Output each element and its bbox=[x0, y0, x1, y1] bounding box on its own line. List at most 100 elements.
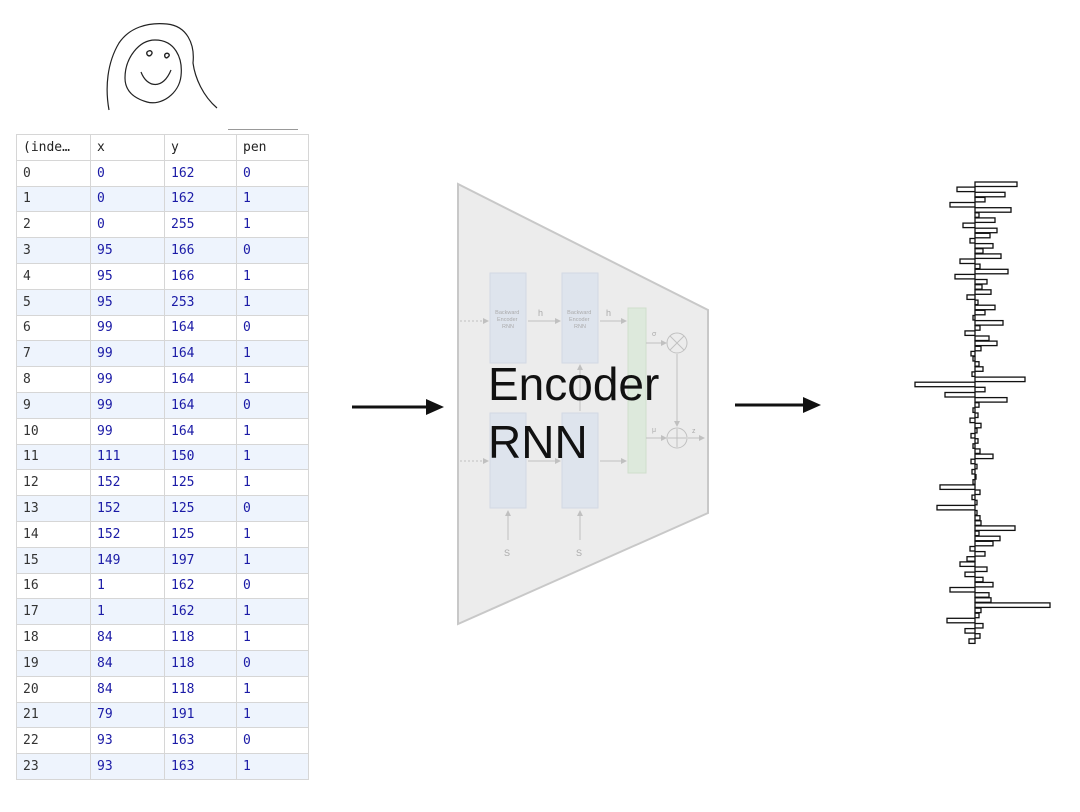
latent-code-bar bbox=[974, 366, 984, 372]
table-cell: 1 bbox=[236, 185, 309, 213]
latent-code-bar bbox=[974, 602, 1051, 609]
table-cell: 164 bbox=[164, 366, 237, 393]
latent-code-bar bbox=[972, 443, 976, 449]
face-sketch-drawing bbox=[106, 23, 218, 111]
latent-code-bar bbox=[969, 417, 976, 424]
latent-code-bar bbox=[974, 335, 990, 342]
table-cell: 2 bbox=[16, 211, 91, 239]
table-cell: 19 bbox=[16, 649, 91, 677]
latent-code-bar bbox=[974, 196, 986, 203]
table-cell: 1 bbox=[236, 701, 309, 729]
latent-code-bar bbox=[974, 345, 982, 352]
latent-code-bar bbox=[974, 263, 981, 270]
latent-code-bar bbox=[970, 350, 976, 357]
table-cell: 0 bbox=[236, 727, 309, 755]
latent-code-bar bbox=[939, 484, 976, 491]
encoder-rnn-block: Backward Encoder RNN Backward Encoder RN… bbox=[457, 182, 709, 626]
table-cell: 111 bbox=[90, 443, 165, 471]
latent-code-bar bbox=[970, 458, 976, 465]
table-cell: 0 bbox=[236, 572, 309, 600]
table-cell: 21 bbox=[16, 701, 91, 729]
latent-code-bar bbox=[974, 535, 1001, 542]
table-cell: 1 bbox=[236, 211, 309, 239]
latent-code-bar bbox=[974, 319, 1004, 326]
latent-code-bar bbox=[974, 509, 978, 516]
latent-code-bar bbox=[974, 581, 994, 588]
encoder-title: Encoder RNN bbox=[488, 355, 659, 471]
latent-code-bar bbox=[974, 607, 982, 614]
latent-code-bar bbox=[969, 545, 976, 552]
latent-code-bar bbox=[974, 550, 986, 557]
table-cell: 95 bbox=[90, 288, 165, 316]
latent-code-bar bbox=[974, 489, 981, 496]
column-header-3[interactable]: pen bbox=[236, 134, 309, 161]
table-cell: 197 bbox=[164, 546, 237, 574]
latent-code-bar bbox=[974, 212, 980, 218]
hair-outline-stroke bbox=[106, 23, 218, 111]
latent-code-bar bbox=[974, 386, 986, 393]
column-header-2[interactable]: y bbox=[164, 134, 237, 161]
latent-code-bar bbox=[972, 407, 976, 414]
latent-code-bar bbox=[974, 633, 981, 639]
latent-code-bar bbox=[974, 304, 996, 311]
table-cell: 118 bbox=[164, 624, 237, 651]
table-cell: 0 bbox=[236, 495, 309, 522]
table-cell: 0 bbox=[90, 159, 165, 187]
table-cell: 18 bbox=[16, 624, 91, 651]
latent-code-bar bbox=[956, 186, 976, 193]
latent-code-bar bbox=[974, 463, 978, 470]
latent-code-bar bbox=[974, 422, 982, 429]
backward-rnn-label-1: Backward Encoder RNN bbox=[495, 310, 521, 330]
latent-code-bar bbox=[949, 586, 976, 593]
table-cell: 0 bbox=[236, 649, 309, 677]
latent-code-bar bbox=[974, 299, 979, 306]
output-arrow-icon bbox=[735, 397, 821, 413]
table-cell: 12 bbox=[16, 469, 91, 497]
input-s-label-2: S bbox=[576, 548, 582, 558]
table-cell: 95 bbox=[90, 262, 165, 290]
table-cell: 1 bbox=[236, 366, 309, 393]
latent-code-bar bbox=[974, 412, 979, 419]
latent-code-bar bbox=[972, 479, 976, 485]
latent-code-bar bbox=[974, 597, 992, 603]
latent-code-bar bbox=[974, 612, 980, 619]
latent-code-bar bbox=[974, 525, 1016, 532]
table-cell: 99 bbox=[90, 366, 165, 393]
latent-code-bar bbox=[968, 638, 976, 645]
table-cell: 1 bbox=[90, 598, 165, 626]
table-cell: 125 bbox=[164, 469, 237, 497]
table-cell: 0 bbox=[16, 159, 91, 187]
table-cell: 1 bbox=[236, 340, 309, 368]
table-cell: 1 bbox=[236, 598, 309, 626]
table-cell: 164 bbox=[164, 417, 237, 445]
table-cell: 1 bbox=[236, 546, 309, 574]
latent-code-bar bbox=[974, 499, 978, 506]
table-cell: 99 bbox=[90, 417, 165, 445]
latent-code-bar bbox=[936, 504, 976, 511]
column-header-0[interactable]: (inde… bbox=[16, 134, 91, 161]
latent-code-bar bbox=[974, 207, 1012, 213]
table-cell: 1 bbox=[236, 443, 309, 471]
table-cell: 3 bbox=[16, 237, 91, 264]
table-cell: 93 bbox=[90, 753, 165, 780]
table-cell: 164 bbox=[164, 314, 237, 342]
latent-code-bar bbox=[974, 515, 981, 521]
left-eye-stroke bbox=[146, 50, 153, 57]
latent-code-bar bbox=[972, 314, 976, 321]
hidden-state-label-2: h bbox=[606, 308, 611, 318]
column-header-1[interactable]: x bbox=[90, 134, 165, 161]
table-cell: 5 bbox=[16, 288, 91, 316]
table-cell: 6 bbox=[16, 314, 91, 342]
latent-code-bar bbox=[974, 473, 977, 480]
